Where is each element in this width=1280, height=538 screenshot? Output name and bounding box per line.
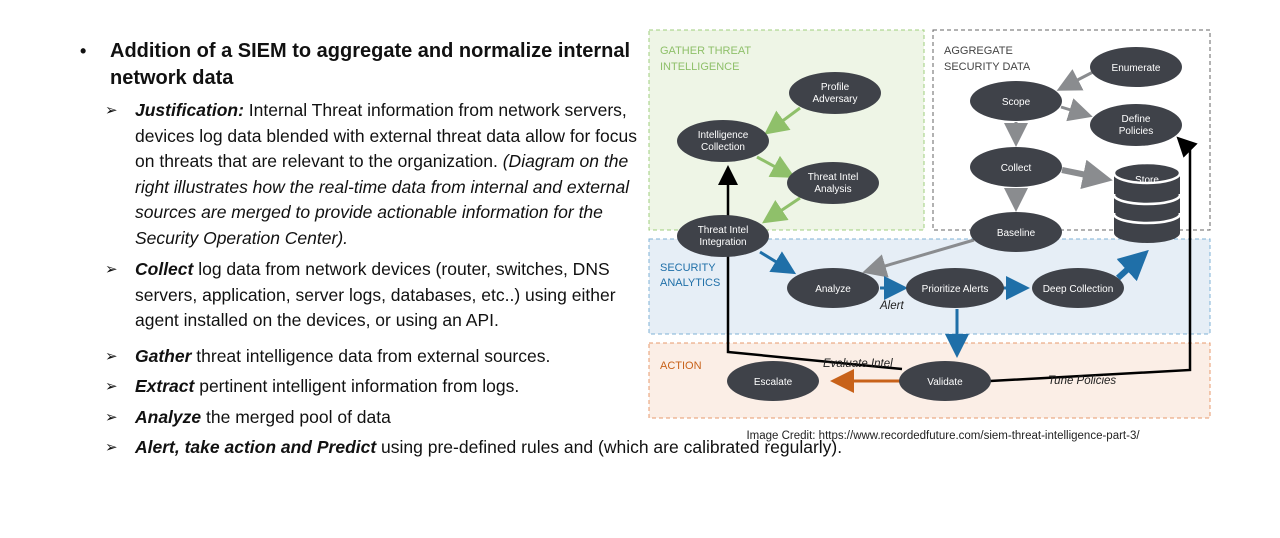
node-analyze: Analyze xyxy=(787,268,879,308)
node-profile-adversary: Profile Adversary xyxy=(789,72,881,114)
region-label-gather-2: INTELLIGENCE xyxy=(660,61,739,73)
bullet-text: log data from network devices (router, s… xyxy=(135,259,616,330)
edge-deep-to-store xyxy=(1115,249,1149,282)
edge-validate-to-policies xyxy=(989,136,1198,383)
keyword: Justification: xyxy=(135,100,244,120)
sub-bullet-collect: ➢ Collect log data from network devices … xyxy=(105,257,640,334)
main-bullet: • Addition of a SIEM to aggregate and no… xyxy=(80,38,640,92)
edge-baseline-to-analyze xyxy=(862,238,975,278)
bullet-text: Internal Threat information from network… xyxy=(135,100,637,171)
bullet-text: the merged pool of data xyxy=(201,406,391,427)
svg-text:Prioritize Alerts: Prioritize Alerts xyxy=(922,284,989,295)
svg-text:Threat Intel: Threat Intel xyxy=(698,225,749,236)
svg-text:Escalate: Escalate xyxy=(754,377,793,388)
svg-text:Define: Define xyxy=(1122,114,1151,125)
svg-text:Integration: Integration xyxy=(699,237,746,248)
node-scope: Scope xyxy=(970,81,1062,121)
node-deep-collection: Deep Collection xyxy=(1032,268,1124,308)
arrow-bullet-icon: ➢ xyxy=(105,408,118,426)
sub-bullet-gather: ➢ Gather threat intelligence data from e… xyxy=(105,344,1005,370)
diagram-note: (Diagram on the right illustrates how th… xyxy=(135,151,630,248)
node-threat-intel-analysis: Threat Intel Analysis xyxy=(787,162,879,204)
arrow-bullet-icon: ➢ xyxy=(105,439,118,456)
node-store-database: Store xyxy=(1112,161,1182,243)
bullet-text: pertinent intelligent information from l… xyxy=(194,376,520,396)
svg-text:Analysis: Analysis xyxy=(814,184,851,195)
edge-profile-to-collection xyxy=(764,106,801,135)
bullet-text: using pre-defined rules and (which are c… xyxy=(376,437,843,457)
node-enumerate: Enumerate xyxy=(1090,47,1182,87)
keyword: Analyze xyxy=(135,406,202,427)
svg-text:Deep Collection: Deep Collection xyxy=(1043,284,1114,295)
svg-text:Policies: Policies xyxy=(1119,126,1153,137)
sub-bullet-alert: ➢ Alert, take action and Predict using p… xyxy=(105,435,1005,461)
svg-text:Analyze: Analyze xyxy=(815,284,851,295)
main-bullet-text: Addition of a SIEM to aggregate and norm… xyxy=(110,40,631,89)
region-label-analytics-1: SECURITY xyxy=(660,262,716,274)
image-credit: Image Credit: https://www.recordedfuture… xyxy=(746,430,1140,442)
bullet-dot-icon: • xyxy=(80,41,87,61)
svg-text:Scope: Scope xyxy=(1002,97,1031,108)
keyword: Alert, take action and Predict xyxy=(135,437,377,457)
node-threat-intel-integration: Threat Intel Integration xyxy=(677,215,769,257)
edge-label-evaluate: Evaluate Intel xyxy=(823,358,893,370)
edge-analysis-to-integration xyxy=(762,196,801,224)
edge-enumerate-to-scope xyxy=(1056,69,1094,91)
node-validate: Validate xyxy=(899,361,991,401)
svg-text:Adversary: Adversary xyxy=(812,94,857,105)
sub-bullet-analyze: ➢ Analyze the merged pool of data xyxy=(105,405,1005,431)
keyword: Extract xyxy=(135,376,195,396)
sub-bullet-justification: ➢ Justification: Internal Threat informa… xyxy=(105,98,640,251)
region-label-aggregate-2: SECURITY DATA xyxy=(944,61,1031,73)
keyword: Gather xyxy=(135,345,192,366)
region-label-gather-1: GATHER THREAT xyxy=(660,45,751,57)
svg-text:Profile: Profile xyxy=(821,82,850,93)
arrow-bullet-icon: ➢ xyxy=(105,347,118,365)
svg-text:Threat Intel: Threat Intel xyxy=(808,172,859,183)
region-label-action: ACTION xyxy=(660,360,702,372)
edge-collection-to-analysis xyxy=(756,155,796,178)
bullet-text: threat intelligence data from external s… xyxy=(191,345,551,366)
node-escalate: Escalate xyxy=(727,361,819,401)
node-prioritize-alerts: Prioritize Alerts xyxy=(906,268,1004,308)
svg-text:Enumerate: Enumerate xyxy=(1112,63,1161,74)
arrow-bullet-icon: ➢ xyxy=(105,261,118,278)
svg-text:Intelligence: Intelligence xyxy=(698,130,749,141)
svg-text:Validate: Validate xyxy=(927,377,963,388)
svg-text:Collection: Collection xyxy=(701,142,745,153)
edge-label-tune: Tune Policies xyxy=(1048,375,1116,387)
keyword: Collect xyxy=(135,259,194,279)
bullet-list: • Addition of a SIEM to aggregate and no… xyxy=(80,38,842,461)
arrow-bullet-icon: ➢ xyxy=(105,102,118,119)
svg-text:Store: Store xyxy=(1135,175,1159,186)
arrow-bullet-icon: ➢ xyxy=(105,378,118,395)
node-baseline: Baseline xyxy=(970,212,1062,252)
edge-integration-to-analyze xyxy=(759,250,797,275)
sub-bullet-extract: ➢ Extract pertinent intelligent informat… xyxy=(105,374,1005,400)
edge-label-alert: Alert xyxy=(879,300,904,312)
region-label-analytics-2: ANALYTICS xyxy=(660,277,720,289)
region-label-aggregate-1: AGGREGATE xyxy=(944,45,1013,57)
svg-text:Collect: Collect xyxy=(1001,163,1032,174)
svg-text:Baseline: Baseline xyxy=(997,228,1036,239)
node-intelligence-collection: Intelligence Collection xyxy=(677,120,769,162)
edge-scope-to-policies xyxy=(1060,98,1093,122)
node-collect: Collect xyxy=(970,147,1062,187)
node-define-policies: Define Policies xyxy=(1090,104,1182,146)
edge-collect-to-store xyxy=(1061,159,1113,190)
